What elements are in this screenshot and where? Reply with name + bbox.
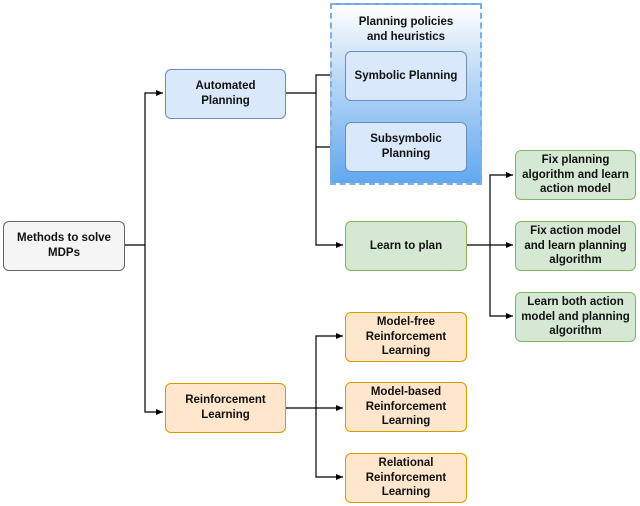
subsymbolic-planning-node[interactable]: Subsymbolic Planning <box>345 122 467 172</box>
symbolic-planning-node[interactable]: Symbolic Planning <box>345 51 467 101</box>
learn-to-plan-node[interactable]: Learn to plan <box>345 221 467 271</box>
group-title: Planning policies and heuristics <box>358 16 454 43</box>
edge-root-to-reinforcement-learning <box>144 245 163 415</box>
edge-ap-to-symbolic <box>286 72 343 94</box>
root-node[interactable]: Methods to solve MDPs <box>3 221 125 271</box>
edge-rl-to-relational <box>315 408 343 480</box>
edge-root-to-automated-planning <box>125 90 163 246</box>
edge-lp-to-learn-both <box>489 245 513 319</box>
edge-ap-to-learn-to-plan <box>315 147 343 248</box>
edge-rl-to-model-free <box>286 333 343 409</box>
model-based-rl-node[interactable]: Model-based Reinforcement Learning <box>345 382 467 432</box>
automated-planning-node[interactable]: Automated Planning <box>165 69 286 119</box>
model-free-rl-node[interactable]: Model-free Reinforcement Learning <box>345 312 467 362</box>
reinforcement-learning-node[interactable]: Reinforcement Learning <box>165 383 286 433</box>
fix-action-node[interactable]: Fix action model and learn planning algo… <box>515 221 636 271</box>
edge-lp-to-fix-planning <box>489 172 513 245</box>
relational-rl-node[interactable]: Relational Reinforcement Learning <box>345 453 467 503</box>
learn-both-node[interactable]: Learn both action model and planning alg… <box>515 292 636 342</box>
fix-planning-node[interactable]: Fix planning algorithm and learn action … <box>515 150 636 200</box>
